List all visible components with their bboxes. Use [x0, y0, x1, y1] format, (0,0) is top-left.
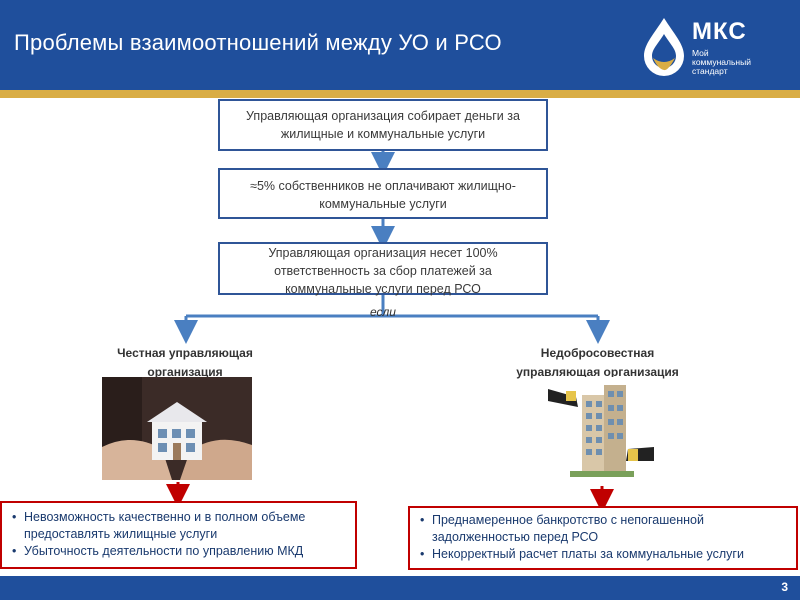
honest-issues-box: Невозможность качественно и в полном объ… [0, 501, 357, 569]
flow-box-line: ответственность за сбор платежей за [274, 264, 492, 278]
list-item: Преднамеренное банкротство с непогашенно… [420, 512, 790, 546]
dishonest-organization-title: Недобросовестная управляющая организация [495, 344, 700, 382]
logo-tagline-line: Мой [692, 48, 709, 58]
flow-box-line: Управляющая организация собирает деньги … [246, 109, 520, 123]
list-item: Невозможность качественно и в полном объ… [12, 509, 349, 543]
flow-box-line: коммунальные услуги перед РСО [285, 282, 481, 296]
branch-condition-label: если [370, 305, 396, 319]
flow-box-line: ≈5% собственников не оплачивают жилищно- [250, 179, 516, 193]
logo-tagline-line: коммунальный [692, 57, 751, 67]
flow-box-line: жилищные и коммунальные услуги [280, 127, 486, 141]
branch-title-line: организация [147, 365, 223, 379]
slide-title: Проблемы взаимоотношений между УО и РСО [14, 30, 502, 55]
list-item: Некорректный расчет платы за коммунальны… [420, 546, 790, 563]
flow-box-line: Управляющая организация несет 100% [268, 246, 498, 260]
page-number: 3 [781, 580, 788, 594]
hands-holding-house-image [102, 377, 252, 480]
header-accent-stripe [0, 90, 800, 98]
branch-title-line: управляющая организация [516, 365, 679, 379]
building-with-hands-image [548, 377, 654, 484]
logo-tagline: Мой коммунальный стандарт [692, 49, 772, 76]
flow-box-collects-money: Управляющая организация собирает деньги … [218, 99, 548, 151]
flow-box-nonpayment: ≈5% собственников не оплачивают жилищно-… [218, 168, 548, 219]
dishonest-issues-box: Преднамеренное банкротство с непогашенно… [408, 506, 798, 570]
list-item: Убыточность деятельности по управлению М… [12, 543, 349, 560]
honest-organization-title: Честная управляющая организация [100, 344, 270, 382]
logo-tagline-line: стандарт [692, 66, 728, 76]
mks-logo: МКС Мой коммунальный стандарт [640, 16, 780, 76]
flow-box-responsibility: Управляющая организация несет 100% ответ… [218, 242, 548, 296]
water-drop-icon [644, 18, 684, 76]
dishonest-issues-list: Преднамеренное банкротство с непогашенно… [418, 512, 790, 563]
branch-title-line: Недобросовестная [540, 346, 655, 360]
header-bar: Проблемы взаимоотношений между УО и РСО … [0, 0, 800, 90]
logo-name: МКС [692, 18, 747, 45]
honest-issues-list: Невозможность качественно и в полном объ… [10, 509, 349, 560]
flow-box-line: коммунальные услуги [319, 197, 447, 211]
footer-bar: 3 [0, 576, 800, 600]
branch-title-line: Честная управляющая [117, 346, 253, 360]
